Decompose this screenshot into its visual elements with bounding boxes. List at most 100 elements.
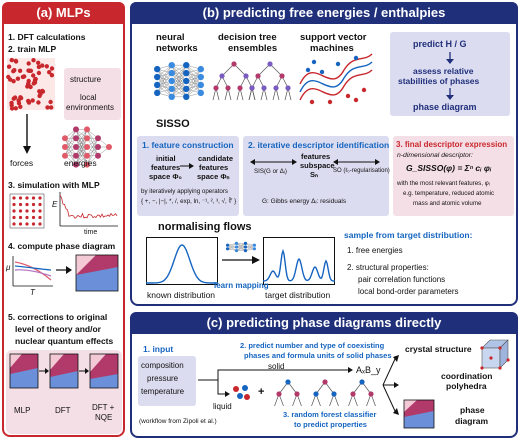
coordination-label-2: polyhedra — [446, 381, 487, 391]
random-forest-2: to predict properties — [294, 420, 367, 429]
svm-label-1: support vector — [300, 32, 367, 43]
arrow-down-a — [23, 114, 31, 154]
legend-label: G: Gibbs energy Δᵢ: residuals — [262, 198, 347, 205]
sisso-step2-title: 2. iterative descriptor identification — [248, 140, 390, 150]
sample-item-2: 2. structural properties: — [347, 263, 429, 272]
initial-features-1: initial — [156, 154, 176, 163]
input-pressure: pressure — [147, 374, 179, 383]
learn-mapping-arrow — [222, 256, 260, 264]
step-3-label: 3. simulation with MLP — [8, 180, 100, 190]
flow-network-icon — [226, 241, 256, 253]
neural-network-icon — [154, 61, 204, 101]
assess-label-1: assess relative — [413, 66, 474, 76]
phase-diagram-label-b: phase diagram — [413, 102, 477, 112]
plus-sign: + — [258, 386, 265, 398]
operators-line-2: { +, −, |−|, *, /, exp, ln, ⁻¹, ², ³, √,… — [141, 198, 237, 205]
input-title: 1. input — [143, 344, 174, 354]
phase-diagram-label-c-1: phase — [460, 405, 485, 415]
panel-a-header: (a) MLPs — [2, 2, 125, 24]
panel-c-header: (c) predicting phase diagrams directly — [130, 312, 518, 334]
sis-label: SIS(G or Δᵢ) — [254, 168, 287, 175]
liquid-label: liquid — [213, 402, 232, 411]
candidate-features-3: space Φₙ — [197, 172, 230, 181]
decision-tree-icon — [212, 61, 292, 101]
predict-label: predict H / G — [413, 39, 467, 49]
phase-diagram-a — [75, 254, 119, 292]
phase-diagram-dft — [49, 353, 79, 389]
workflow-credit: (workflow from Zipoli et al.) — [139, 418, 217, 425]
known-label: known distribution — [147, 290, 216, 300]
relevant-3: mass and atomic volume — [413, 200, 482, 207]
sis-arrows — [250, 159, 380, 165]
arrow-assess-phase — [446, 88, 454, 100]
target-label: target distribution — [265, 290, 331, 300]
candidate-features-2: features — [199, 163, 229, 172]
operators-line-1: by iteratively applying operators — [141, 188, 229, 195]
sisso-step3-box — [393, 136, 514, 216]
forces-label: forces — [10, 158, 34, 168]
ndim-label: n-dimensional descriptor: — [397, 152, 473, 159]
time-axis-label: time — [84, 229, 98, 236]
assess-label-2: stabilities of phases — [398, 76, 480, 86]
fanout-arrows — [382, 355, 399, 415]
random-forest-icon — [274, 379, 376, 407]
atomic-snapshot-image — [6, 57, 55, 111]
coordination-label-1: coordination — [441, 371, 493, 381]
mu-axis-label: μ — [6, 263, 11, 272]
sisso-step1-title: 1. feature construction — [142, 140, 234, 150]
sample-title: sample from target distribution: — [344, 230, 473, 240]
step-4-label: 4. compute phase diagram — [8, 241, 116, 251]
svm-icon — [299, 53, 373, 105]
flows-title: normalising flows — [158, 221, 252, 233]
learn-mapping-label: learn mapping — [214, 281, 269, 290]
predict-phases-1: 2. predict number and type of coexisting — [240, 341, 385, 350]
step-5-line-2: level of theory and/or — [15, 324, 101, 334]
input-temperature: temperature — [141, 387, 185, 396]
target-distribution-plot — [262, 237, 335, 285]
input-box — [138, 356, 196, 406]
panel-b-header: (b) predicting free energies / enthalpie… — [130, 2, 518, 24]
known-distribution-plot — [146, 237, 218, 285]
crystal-structure-icon — [480, 339, 510, 370]
arrow-initial-candidate — [180, 163, 194, 169]
relevant-1: with the most relevant features, φᵢ — [397, 180, 490, 187]
sample-item-3: pair correlation functions — [358, 275, 446, 284]
sisso-formula: G_SISSO(φ) = Σⁿ cᵢ φᵢ — [406, 163, 492, 173]
solid-label: solid — [268, 362, 285, 371]
step-2-label: 2. train MLP — [8, 44, 57, 54]
e-axis-label: E — [52, 200, 58, 209]
relevant-2: e.g. temperature, reduced atomic — [403, 190, 495, 197]
arrow-dft-nqe — [79, 368, 89, 374]
corr-label-dft: DFT — [55, 406, 71, 415]
corr-label-mlp: MLP — [14, 406, 31, 415]
candidate-features-1: candidate — [198, 154, 234, 163]
free-energy-curves — [12, 256, 53, 287]
sisso-title: SISSO — [156, 118, 190, 130]
phase-diagram-c — [403, 399, 435, 429]
svm-label-2: machines — [310, 43, 354, 54]
sisso-step2-box — [243, 136, 389, 216]
corr-label-nqe: NQE — [95, 413, 113, 422]
arrow-right-a — [56, 266, 72, 274]
lattice-snapshot — [9, 193, 45, 229]
structure-env-box — [64, 68, 121, 120]
initial-features-3: space Φ₀ — [149, 172, 182, 181]
random-forest-1: 3. random forest classifier — [283, 410, 377, 419]
dt-label-1: decision tree — [218, 32, 277, 43]
initial-features-2: features — [151, 163, 181, 172]
subspace-2: subspace — [300, 161, 335, 170]
energies-label: energies — [64, 158, 97, 168]
axby-label: AₓB_y — [356, 365, 381, 375]
nn-label-2: networks — [156, 43, 198, 54]
structure-label: structure — [70, 75, 102, 84]
subspace-1: features — [301, 152, 331, 161]
sample-item-1: 1. free energies — [347, 246, 403, 255]
predict-phases-2: phases and formula units of solid phases — [244, 351, 392, 360]
branch-arrows — [198, 367, 353, 397]
arrow-predict-assess — [446, 52, 454, 64]
phase-diagram-dft-nqe — [89, 353, 119, 389]
step-5-label: 5. corrections to original — [8, 312, 108, 322]
sisso-step3-title: 3. final descriptor expression — [396, 140, 508, 149]
sisso-step1-box — [137, 136, 239, 216]
liquid-icon — [233, 385, 250, 400]
